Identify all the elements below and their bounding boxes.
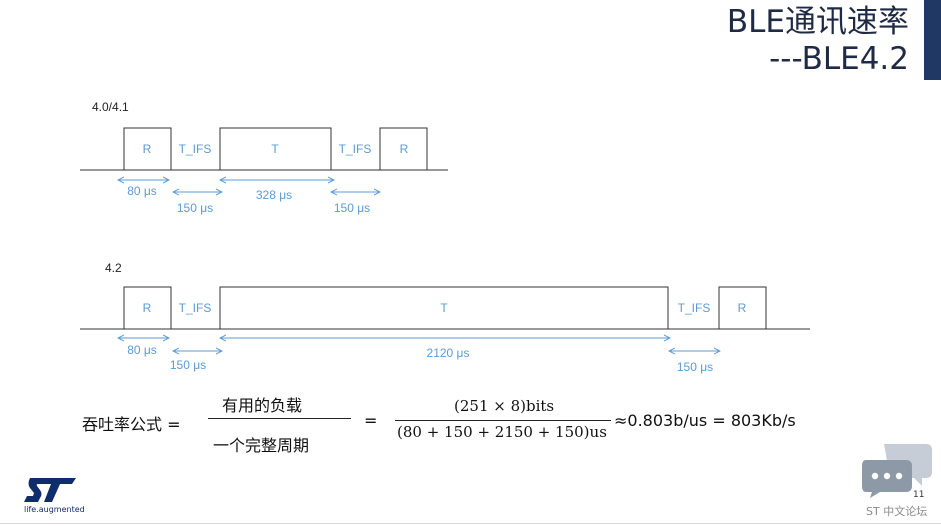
formula-lhs: 吞吐率公式 = — [82, 415, 181, 434]
dimension-label: 2120 μs — [427, 346, 470, 360]
diagram-v42: 4.2 R T_IFS T T_IFS R 80 μs 150 μs 2120 … — [80, 261, 810, 374]
segment-label: R — [143, 142, 152, 156]
word-fraction-bar — [208, 418, 351, 419]
segment-label: R — [400, 142, 409, 156]
forum-label[interactable]: ST 中文论坛 — [866, 505, 928, 518]
formula-math-numerator: (251 × 8)bits — [454, 397, 555, 415]
title-line-2: ---BLE4.2 — [769, 41, 909, 77]
dimension-label: 80 μs — [127, 343, 157, 357]
logo-tagline: life.augmented — [24, 505, 85, 514]
dimension-label: 150 μs — [170, 358, 206, 372]
chat-bubble-icon[interactable] — [860, 440, 934, 500]
formula-math-denominator: (80 + 150 + 2150 + 150)us — [397, 423, 607, 441]
segment-label: T_IFS — [339, 142, 372, 156]
title-line-1: BLE通讯速率 — [726, 4, 909, 40]
receive-slot-box — [379, 127, 428, 171]
receive-slot-box — [718, 286, 767, 330]
segment-label: T — [440, 301, 448, 315]
formula-equals: = — [364, 411, 378, 430]
formula-result: ≈0.803b/us = 803Kb/s — [614, 411, 796, 430]
dimension-label: 150 μs — [677, 360, 713, 374]
formula-word-numerator: 有用的负载 — [222, 396, 303, 415]
receive-slot-box — [123, 127, 172, 171]
dimension-label: 150 μs — [334, 201, 370, 215]
segment-label: R — [738, 301, 747, 315]
math-fraction-bar — [395, 420, 611, 421]
diagram-v40: 4.0/4.1 R T_IFS T T_IFS R 80 μs 150 μs 3… — [80, 100, 448, 215]
segment-label: T_IFS — [179, 301, 212, 315]
transmit-slot-box — [219, 286, 669, 330]
accent-bar — [924, 0, 941, 80]
st-logo — [24, 478, 76, 502]
receive-slot-box — [123, 286, 172, 330]
segment-label: T_IFS — [678, 301, 711, 315]
dimension-label: 150 μs — [177, 201, 213, 215]
segment-label: R — [143, 301, 152, 315]
segment-label: T — [271, 142, 279, 156]
segment-label: T_IFS — [179, 142, 212, 156]
slide-title: BLE通讯速率 ---BLE4.2 — [727, 4, 909, 78]
bottom-divider — [0, 523, 941, 524]
dimension-label: 80 μs — [127, 184, 157, 198]
version-label: 4.2 — [105, 261, 122, 275]
dimension-label: 328 μs — [256, 188, 292, 202]
transmit-slot-box — [219, 127, 332, 171]
page-number: 11 — [913, 490, 925, 500]
formula-word-denominator: 一个完整周期 — [213, 436, 310, 455]
version-label: 4.0/4.1 — [92, 100, 129, 114]
